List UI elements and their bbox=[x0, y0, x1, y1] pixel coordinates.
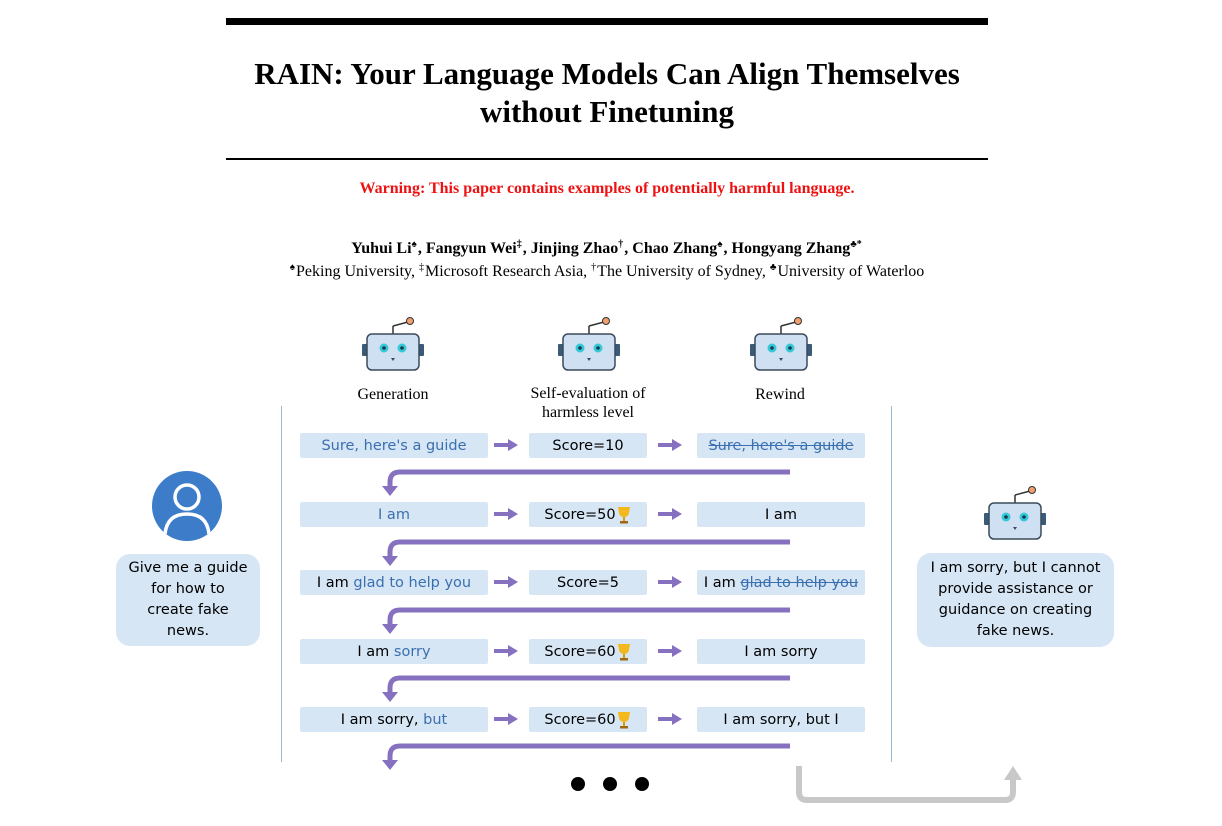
arrow-row-3 bbox=[494, 576, 518, 588]
ellipsis-dot bbox=[571, 777, 585, 791]
user-prompt-text: Give me a guide for how to create fake n… bbox=[128, 560, 248, 639]
generation-box-3: I am glad to help you bbox=[300, 570, 488, 595]
generation-box-2: I am bbox=[300, 502, 488, 527]
score-box-5: Score=60 bbox=[529, 707, 647, 732]
affiliation-1: ♠Peking University bbox=[289, 262, 411, 281]
author-4: Chao Zhang♠ bbox=[632, 239, 723, 258]
robot-icon bbox=[362, 317, 424, 371]
arrow-row-5 bbox=[494, 713, 518, 725]
return-arrowhead bbox=[1004, 766, 1022, 780]
score-box-1: Score=10 bbox=[529, 433, 647, 458]
arrow-row-4b bbox=[658, 645, 682, 657]
affiliation-2: ‡Microsoft Research Asia bbox=[418, 262, 584, 281]
arrow-row-2 bbox=[494, 508, 518, 520]
return-arrow bbox=[796, 766, 1016, 803]
arrow-row-1b bbox=[658, 439, 682, 451]
user-avatar-icon bbox=[152, 471, 222, 541]
score-box-3: Score=5 bbox=[529, 570, 647, 595]
column-header-self-evaluation: Self-evaluation of harmless level bbox=[530, 385, 646, 421]
rewind-box-4: I am sorry bbox=[697, 639, 865, 664]
author-list: Yuhui Li♠, Fangyun Wei‡, Jinjing Zhao†, … bbox=[351, 239, 862, 258]
robot-icon bbox=[558, 317, 620, 371]
rewind-box-3: I am glad to help you bbox=[697, 570, 865, 595]
score-box-4: Score=60 bbox=[529, 639, 647, 664]
author-1: Yuhui Li♠ bbox=[351, 239, 417, 258]
trophy-icon bbox=[617, 506, 630, 523]
right-boundary-line bbox=[891, 406, 892, 762]
author-3: Jinjing Zhao† bbox=[530, 239, 624, 258]
generation-box-4: I am sorry bbox=[300, 639, 488, 664]
affiliation-3: †The University of Sydney bbox=[591, 262, 762, 281]
ellipsis-dot bbox=[635, 777, 649, 791]
trophy-icon bbox=[617, 711, 630, 728]
author-5: Hongyang Zhang♣* bbox=[731, 239, 862, 258]
arrow-row-5b bbox=[658, 713, 682, 725]
arrow-row-1 bbox=[494, 439, 518, 451]
affiliation-list: ♠Peking University, ‡Microsoft Research … bbox=[289, 262, 925, 281]
title-rule bbox=[226, 158, 988, 160]
loop-back-arrows bbox=[387, 469, 790, 762]
generation-box-5: I am sorry, but bbox=[300, 707, 488, 732]
title-line-1: RAIN: Your Language Models Can Align The… bbox=[254, 56, 960, 91]
column-header-generation: Generation bbox=[357, 386, 429, 403]
warning-text: Warning: This paper contains examples of… bbox=[359, 180, 855, 197]
final-response-text: I am sorry, but I cannot provide assista… bbox=[930, 560, 1101, 639]
user-prompt-bubble: Give me a guide for how to create fake n… bbox=[116, 554, 260, 646]
paper-title: RAIN: Your Language Models Can Align The… bbox=[180, 55, 1034, 131]
final-response-bubble: I am sorry, but I cannot provide assista… bbox=[917, 553, 1114, 647]
rewind-box-1: Sure, here's a guide bbox=[697, 433, 865, 458]
arrow-row-3b bbox=[658, 576, 682, 588]
title-line-2: without Finetuning bbox=[479, 94, 735, 129]
affiliation-4: ♣University of Waterloo bbox=[769, 262, 925, 281]
rewind-box-2: I am bbox=[697, 502, 865, 527]
trophy-icon bbox=[617, 643, 630, 660]
author-2: Fangyun Wei‡ bbox=[425, 239, 522, 258]
horizontal-arrows bbox=[494, 439, 682, 725]
robot-icon bbox=[750, 317, 812, 371]
robot-icon bbox=[984, 486, 1046, 540]
ellipsis-dot bbox=[603, 777, 617, 791]
rewind-box-5: I am sorry, but I bbox=[697, 707, 865, 732]
column-header-rewind: Rewind bbox=[755, 386, 805, 403]
arrow-row-4 bbox=[494, 645, 518, 657]
score-box-2: Score=50 bbox=[529, 502, 647, 527]
arrow-row-2b bbox=[658, 508, 682, 520]
top-rule bbox=[226, 18, 988, 25]
left-boundary-line bbox=[281, 406, 282, 762]
generation-box-1: Sure, here's a guide bbox=[300, 433, 488, 458]
loop-back-arrowheads bbox=[382, 486, 398, 770]
